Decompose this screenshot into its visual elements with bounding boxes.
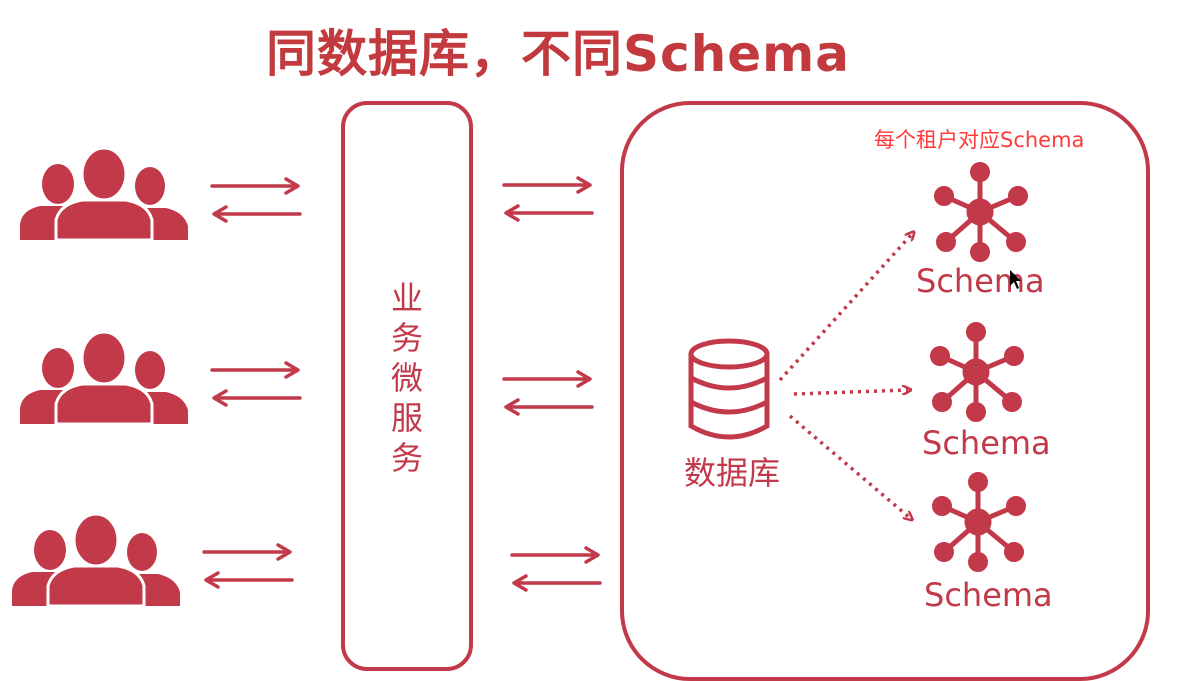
bidirectional-arrow-icon-5 [502, 370, 594, 416]
dotted-arrow-icon-3 [788, 414, 910, 518]
schema-label-1: Schema [916, 262, 1045, 300]
bidirectional-arrow-icon-6 [510, 546, 602, 592]
microservice-label: 业务微服务 [390, 279, 423, 477]
database-label: 数据库 [684, 454, 781, 492]
tenant-note: 每个租户对应Schema [874, 128, 1085, 152]
users-group-icon-1 [18, 146, 190, 242]
diagram-graphics [10, 146, 1180, 608]
schema-node-icon-1 [935, 163, 1028, 262]
bidirectional-arrow-icon-4 [502, 176, 594, 222]
schema-label-2: Schema [922, 424, 1051, 462]
users-group-icon-3 [10, 512, 182, 608]
cursor-icon [1010, 270, 1021, 289]
bidirectional-arrow-icon-3 [202, 543, 294, 589]
bidirectional-arrow-icon-2 [210, 361, 302, 407]
schema-node-icon-3 [933, 473, 1026, 572]
users-group-icon-2 [18, 330, 190, 426]
schema-node-icon-2 [931, 323, 1024, 422]
dotted-arrow-icons [778, 234, 912, 518]
page-title: 同数据库，不同Schema [266, 25, 850, 83]
schema-label-3: Schema [924, 576, 1053, 614]
dotted-arrow-icon-1 [778, 234, 912, 382]
bidirectional-arrow-icon-1 [210, 177, 302, 223]
database-icon [688, 338, 770, 440]
dotted-arrow-icon-2 [793, 390, 908, 396]
